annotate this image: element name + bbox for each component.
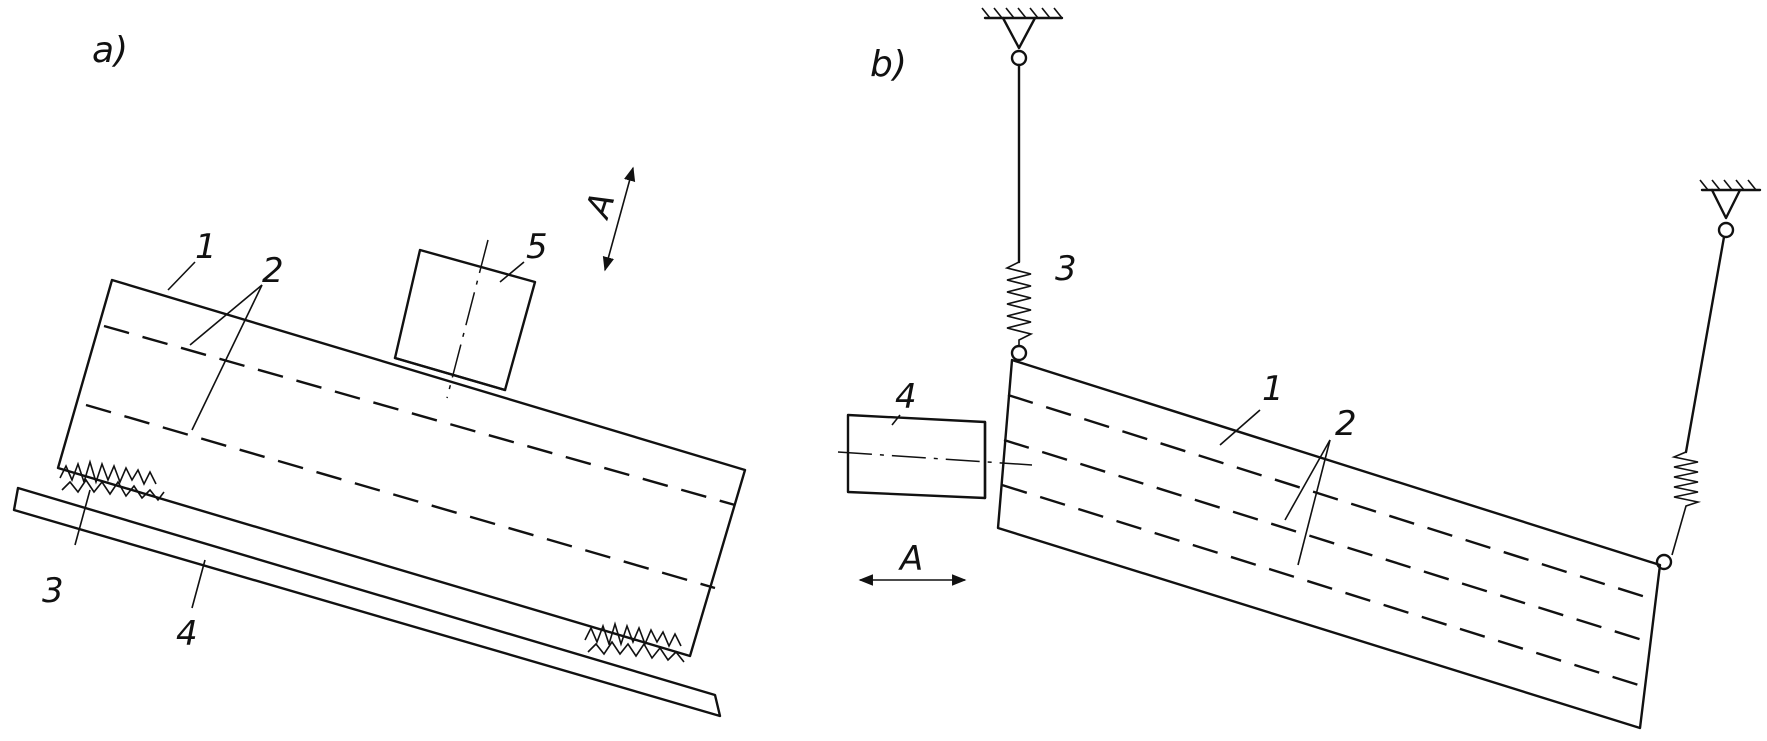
spring-cluster-left [59, 459, 165, 502]
label-b-spring: 3 [1055, 249, 1077, 289]
vibrator-axis [446, 239, 489, 399]
direction-label-b: A [898, 539, 923, 579]
spring-right [1671, 451, 1702, 556]
panel-b: b) A 3 4 [837, 7, 1762, 730]
sieve-deck-b-3 [1001, 483, 1649, 690]
pivot-right-bottom [1655, 553, 1673, 571]
panel-a: a) A 1 2 5 3 4 [12, 30, 747, 718]
leader-b-2-upper [1284, 439, 1331, 521]
screen-box [56, 278, 747, 658]
spring-cluster-right [584, 621, 685, 663]
vibrator-motor-b [846, 413, 987, 500]
leader-a-2-upper [189, 284, 263, 346]
vibration-direction-arrow-a [602, 166, 636, 272]
leader-a-5 [499, 261, 525, 283]
hanger-bracket-left [1001, 16, 1037, 50]
vibrator-mount [393, 356, 507, 392]
label-a-sieves: 2 [262, 251, 284, 291]
panel-b-caption: b) [870, 44, 907, 85]
direction-label-a: A [578, 188, 624, 224]
panel-a-caption: a) [92, 30, 128, 71]
label-a-body: 1 [195, 227, 217, 267]
ceiling-hatch-left [981, 7, 1063, 19]
leader-a-1 [167, 261, 196, 291]
leader-a-4 [191, 559, 206, 609]
label-b-body: 1 [1262, 369, 1284, 409]
label-b-sieves: 2 [1335, 404, 1357, 444]
spring-left [1004, 261, 1034, 345]
screen-box-b [996, 358, 1662, 730]
base-plate [12, 486, 722, 718]
leader-b-2-lower [1297, 439, 1331, 566]
pivot-right-top [1717, 221, 1735, 239]
leader-a-2-lower [191, 284, 263, 431]
label-a-springs: 3 [42, 571, 64, 611]
label-a-vibrator: 5 [526, 227, 548, 267]
label-a-base: 4 [176, 614, 198, 654]
sieve-deck-lower [85, 403, 716, 590]
leader-a-3 [74, 489, 91, 546]
label-b-vibrator: 4 [895, 377, 917, 417]
vibrator-axis-b [837, 451, 1033, 466]
suspension-rod-right [1684, 235, 1726, 454]
leader-b-4 [891, 414, 901, 426]
sieve-deck-b-1 [1007, 393, 1656, 602]
hanger-bracket-right [1710, 188, 1742, 220]
leader-b-1 [1219, 409, 1261, 446]
ceiling-hatch-right [1699, 179, 1757, 191]
pivot-left-bottom [1010, 344, 1028, 362]
pivot-left-top [1010, 49, 1028, 67]
sieve-deck-b-2 [1003, 438, 1653, 645]
sieve-deck-upper [103, 324, 736, 507]
